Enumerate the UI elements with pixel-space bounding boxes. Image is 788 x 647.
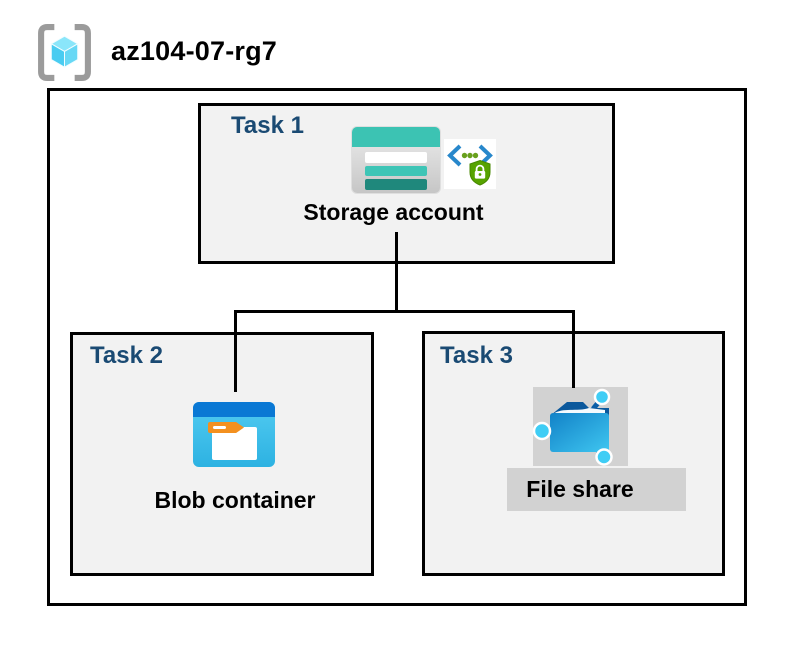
storage-icon-row-teal: [365, 166, 427, 176]
task2-label: Task 2: [90, 342, 163, 369]
task1-label: Task 1: [231, 112, 304, 139]
storage-icon-row-white: [365, 152, 427, 163]
secure-access-icon: [444, 139, 496, 189]
connector-storage-stem: [395, 232, 398, 313]
resource-group-icon: [38, 24, 91, 81]
file-share-label-band: [507, 468, 686, 511]
blob-container-label: Blob container: [154, 487, 316, 513]
connector-to-file-share: [572, 310, 575, 388]
storage-account-icon: [352, 127, 440, 193]
task2-box: Task 2 Blob container: [70, 332, 374, 576]
file-share-icon: [532, 387, 628, 466]
blob-icon-folder-tab: [208, 422, 244, 433]
resource-group-title: az104-07-rg7: [111, 36, 277, 66]
storage-icon-header-bar: [352, 127, 440, 147]
blob-container-icon: [193, 402, 275, 467]
blob-icon-title-bar: [193, 402, 275, 417]
task3-label: Task 3: [440, 342, 513, 369]
connector-to-blob-container: [234, 310, 237, 392]
storage-icon-row-dark: [365, 179, 427, 190]
storage-account-label: Storage account: [303, 199, 484, 225]
blob-icon-tab-slot: [213, 426, 226, 429]
task1-box: Task 1 Storage account: [198, 103, 615, 264]
connector-horizontal: [234, 310, 575, 313]
file-share-label: File share: [526, 476, 634, 502]
file-share-folder-graphic: [532, 388, 613, 466]
